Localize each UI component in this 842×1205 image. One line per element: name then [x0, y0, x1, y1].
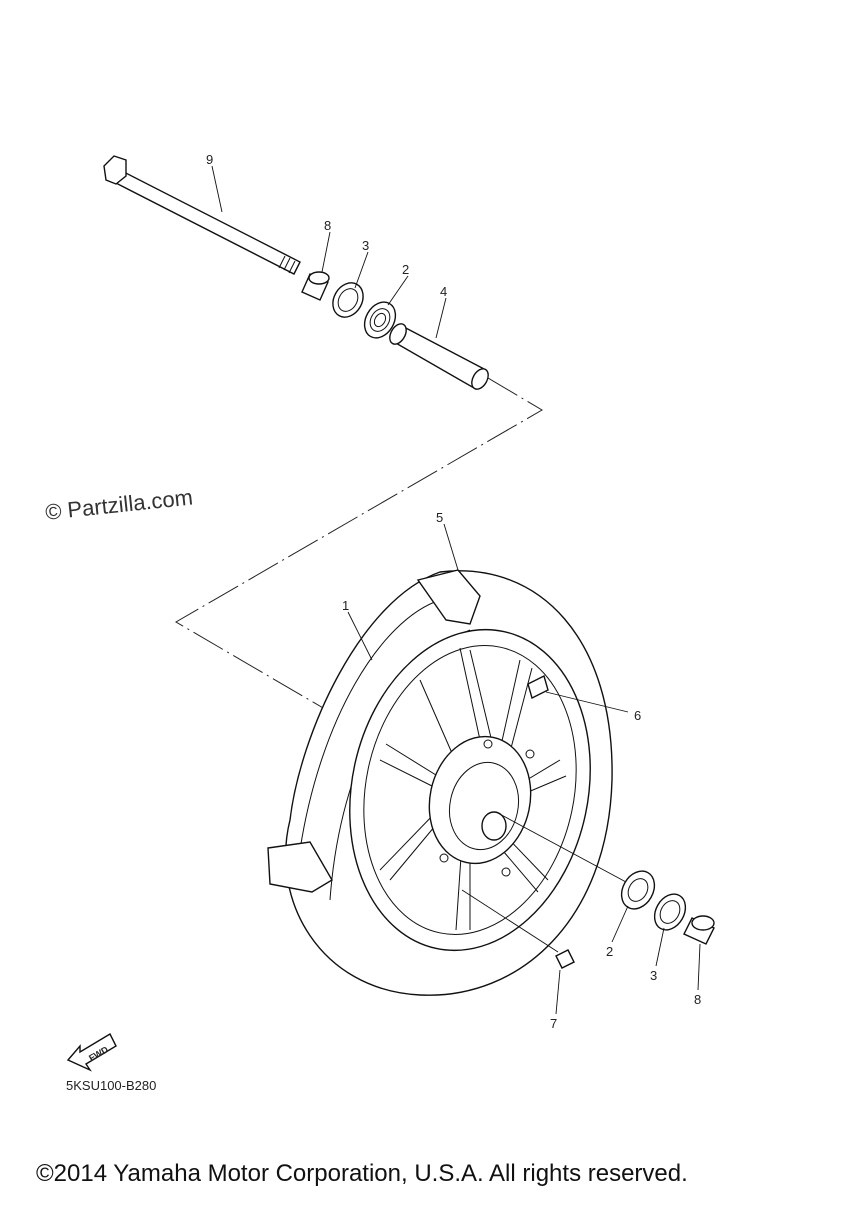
callout-bearing-top: 2 — [402, 262, 409, 277]
callout-collar-bottom: 8 — [694, 992, 701, 1007]
alignment-line — [175, 377, 543, 713]
fwd-arrow-icon: FWD — [66, 1033, 117, 1072]
callout-weight: 7 — [550, 1016, 557, 1031]
diagram-code: 5KSU100-B280 — [66, 1078, 157, 1093]
callout-wheel: 1 — [342, 598, 349, 613]
callout-axle: 9 — [206, 152, 213, 167]
callout-spacer: 4 — [440, 284, 447, 299]
oil-seal-top — [332, 282, 364, 318]
callout-seal-top: 3 — [362, 238, 369, 253]
oil-seal-bottom — [653, 893, 687, 931]
wheel-spacer — [389, 323, 489, 390]
collar-top — [301, 271, 330, 301]
callout-seal-bottom: 3 — [650, 968, 657, 983]
leader-lines — [211, 165, 701, 1015]
front-axle — [103, 155, 301, 275]
copyright-notice: ©2014 Yamaha Motor Corporation, U.S.A. A… — [36, 1160, 688, 1187]
bearing-top — [363, 301, 397, 339]
cast-wheel — [349, 628, 591, 969]
callout-valve: 6 — [634, 708, 641, 723]
bearing-bottom — [620, 870, 656, 910]
collar-bottom — [683, 915, 715, 945]
callout-collar-top: 8 — [324, 218, 331, 233]
callout-tire: 5 — [436, 510, 443, 525]
callout-bearing-bottom: 2 — [606, 944, 613, 959]
axis-line — [495, 811, 627, 883]
